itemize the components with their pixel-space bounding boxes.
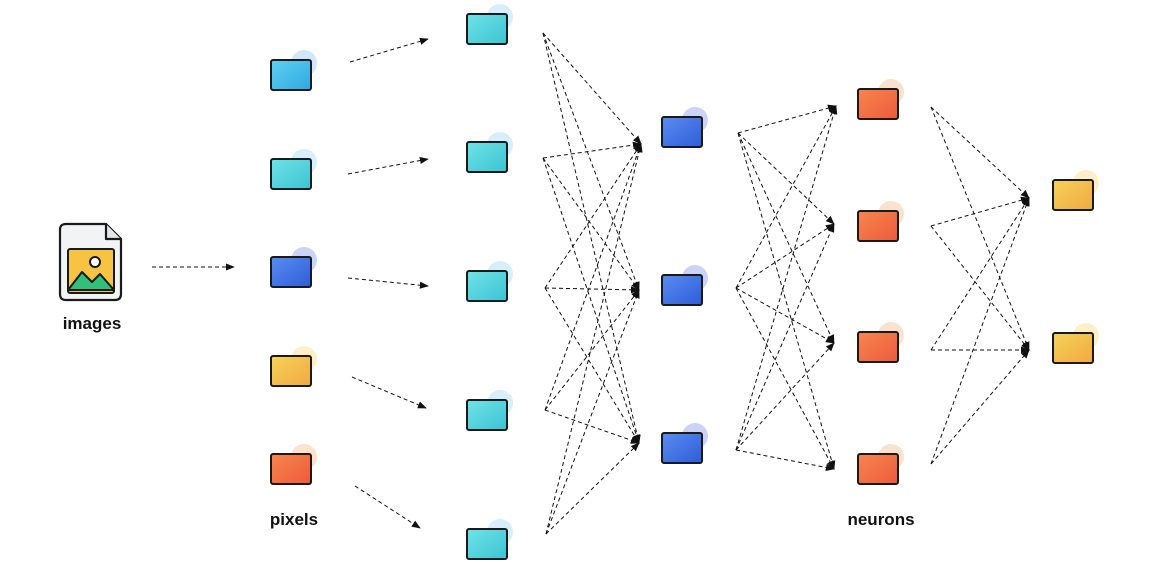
node-box bbox=[857, 210, 899, 242]
pixel-node bbox=[270, 444, 317, 485]
connection-arrow bbox=[735, 449, 835, 471]
connection-arrow bbox=[735, 105, 837, 289]
node-box bbox=[857, 88, 899, 120]
connection-arrow bbox=[542, 157, 640, 444]
connection-arrow bbox=[545, 289, 640, 535]
connection-arrow bbox=[930, 106, 1030, 199]
node-box bbox=[466, 141, 508, 173]
connection-arrow bbox=[737, 104, 837, 134]
pixels-label: pixels bbox=[270, 510, 318, 529]
connection-arrow bbox=[737, 132, 836, 470]
pixel-node bbox=[270, 247, 317, 288]
layer2-node bbox=[661, 265, 708, 306]
layer1-node bbox=[466, 261, 513, 302]
connection-arrow bbox=[930, 196, 1030, 227]
connection-arrow bbox=[351, 376, 427, 409]
connection-arrow bbox=[544, 289, 640, 411]
connection-arrow bbox=[542, 32, 640, 291]
connection-arrow bbox=[735, 223, 835, 289]
connection-arrow bbox=[735, 105, 838, 451]
node-box bbox=[857, 331, 899, 363]
connection-arrow bbox=[737, 132, 835, 344]
connection-arrow bbox=[735, 223, 835, 451]
layer3-node bbox=[857, 79, 904, 120]
connection-arrow bbox=[542, 32, 641, 444]
neurons-label: neurons bbox=[847, 510, 914, 529]
connection-arrow bbox=[930, 197, 1030, 351]
layer1-node bbox=[466, 390, 513, 431]
connection-arrow bbox=[544, 143, 642, 411]
connection-arrow bbox=[735, 342, 835, 451]
connection-arrow bbox=[544, 287, 640, 444]
layer2-node bbox=[661, 423, 708, 464]
connection-arrow bbox=[349, 37, 429, 63]
node-box bbox=[661, 432, 703, 464]
connection-arrow bbox=[545, 143, 643, 535]
connection-arrow bbox=[542, 32, 642, 145]
connection-layer bbox=[152, 32, 1030, 535]
pixel-node bbox=[270, 346, 317, 387]
connection-arrow bbox=[545, 442, 640, 535]
connection-arrow bbox=[737, 132, 835, 225]
connection-arrow bbox=[735, 287, 835, 344]
connection-arrow bbox=[735, 287, 835, 470]
node-box bbox=[466, 399, 508, 431]
connection-arrow bbox=[930, 225, 1030, 351]
connection-arrow bbox=[544, 286, 640, 294]
layer3-node bbox=[857, 201, 904, 242]
node-box bbox=[857, 453, 899, 485]
node-box bbox=[661, 116, 703, 148]
node-box bbox=[1052, 332, 1094, 364]
node-box bbox=[661, 274, 703, 306]
node-box bbox=[270, 355, 312, 387]
connection-arrow bbox=[542, 157, 640, 291]
connection-arrow bbox=[544, 409, 640, 444]
node-box bbox=[270, 59, 312, 91]
node-box bbox=[270, 453, 312, 485]
pixel-node bbox=[270, 149, 317, 190]
layer3-node bbox=[857, 444, 904, 485]
connection-arrow bbox=[544, 143, 642, 289]
images-label: images bbox=[63, 314, 122, 333]
node-box bbox=[270, 158, 312, 190]
output-node bbox=[1052, 323, 1099, 364]
connection-arrow bbox=[930, 197, 1030, 465]
connection-arrow bbox=[354, 485, 421, 529]
output-node bbox=[1052, 170, 1099, 211]
node-box bbox=[466, 270, 508, 302]
layer1-node bbox=[466, 519, 513, 560]
node-box bbox=[466, 13, 508, 45]
image-file-icon bbox=[58, 222, 123, 302]
layer2-node bbox=[661, 107, 708, 148]
connection-arrow bbox=[347, 156, 429, 175]
node-box bbox=[466, 528, 508, 560]
pixel-node bbox=[270, 50, 317, 91]
connection-arrow bbox=[930, 349, 1030, 465]
layer1-node bbox=[466, 132, 513, 173]
layer1-node bbox=[466, 4, 513, 45]
connection-arrow bbox=[542, 141, 642, 159]
node-box bbox=[270, 256, 312, 288]
connection-arrow bbox=[347, 277, 429, 289]
connection-arrow bbox=[930, 106, 1030, 351]
layer3-node bbox=[857, 322, 904, 363]
node-layer bbox=[270, 4, 1099, 560]
node-box bbox=[1052, 179, 1094, 211]
